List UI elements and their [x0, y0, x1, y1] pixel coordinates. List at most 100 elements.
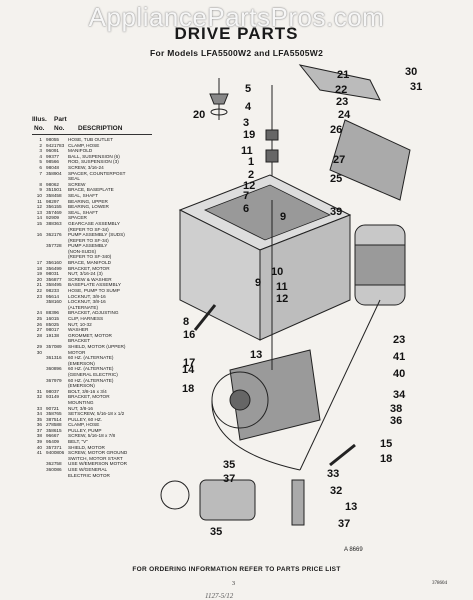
svg-text:38: 38: [390, 403, 402, 415]
manifold-brace: [193, 304, 217, 331]
part-description: MOTOR: [68, 349, 86, 355]
svg-text:27: 27: [333, 154, 345, 166]
part-description: (EMERSON): [68, 360, 95, 366]
part-description: ROD, SUSPENSION (3): [68, 159, 119, 165]
part-description: (REFER TO SF-340): [68, 254, 112, 260]
pump-pulley: [160, 480, 190, 510]
gearcase: [229, 349, 321, 441]
part-description: (NON-SUDS): [68, 248, 97, 254]
parts-row: (REFER TO SF-34): [30, 238, 170, 244]
part-description: LOCKNUT, 3/8-16: [68, 293, 106, 299]
illus-number: 12: [36, 204, 42, 210]
pump: [199, 479, 256, 521]
illus-number: 15: [36, 220, 42, 226]
part-number: 98055: [46, 137, 60, 142]
illus-number: 31: [36, 388, 42, 394]
svg-text:9: 9: [255, 277, 261, 289]
illus-number: 3: [39, 148, 42, 154]
part-description: SEAL, SHAFT: [68, 192, 98, 198]
illus-number: 13: [36, 209, 42, 215]
part-number: 93149: [46, 394, 60, 400]
part-description: MANIFOLD: [68, 148, 93, 154]
illus-number: 39: [36, 439, 42, 445]
svg-text:33: 33: [327, 468, 339, 480]
illus-number: 11: [37, 198, 42, 204]
svg-text:2: 2: [248, 169, 254, 181]
svg-text:1: 1: [248, 156, 254, 168]
svg-text:39: 39: [330, 206, 342, 218]
part-number: 98566: [46, 159, 60, 165]
part-number: 367979: [46, 377, 62, 383]
illus-number: 18: [36, 265, 42, 271]
part-number: 98037: [46, 388, 60, 394]
parts-row: (REFER TO SF-34): [30, 227, 170, 233]
svg-text:40: 40: [393, 368, 405, 380]
part-description: USE W/EMERSON MOTOR: [68, 461, 128, 467]
document-code: 378604: [432, 581, 447, 586]
part-number: 357371: [46, 444, 62, 450]
part-number: 357089: [46, 343, 62, 349]
part-description: BEARING, LOWER: [68, 204, 109, 210]
svg-text:19: 19: [243, 129, 255, 141]
part-number: 96091: [46, 148, 60, 154]
handwritten-note: 1127-5/12: [205, 592, 234, 600]
page-subtitle: For Models LFA5500W2 and LFA5505W2: [150, 48, 324, 58]
illus-number: 33: [36, 405, 42, 411]
part-number: 98031: [46, 271, 60, 277]
header-part-no: No.: [54, 125, 65, 132]
page-number: 3: [232, 581, 235, 587]
part-number: 388363: [46, 220, 62, 226]
illus-number: 10: [36, 192, 42, 198]
part-description: SCREW, 3/16-24: [68, 164, 104, 170]
part-description: SPACER, COUNTERPOST: [68, 170, 126, 176]
part-description: NUT, 3/8-16: [68, 405, 94, 411]
svg-text:17: 17: [183, 357, 195, 369]
illus-number: 6: [39, 164, 42, 170]
illus-number: 27: [36, 327, 42, 333]
illus-number: 5: [39, 159, 42, 165]
part-number: 351501: [46, 187, 62, 193]
part-number: 9421783: [46, 142, 65, 148]
bearing-part: [265, 129, 279, 141]
part-number: 278588: [46, 422, 62, 428]
part-number: 360896: [46, 366, 62, 372]
part-description: SEAL: [68, 176, 80, 182]
part-number: 96667: [46, 433, 60, 439]
svg-text:4: 4: [245, 101, 252, 113]
part-description: (GENERAL ELECTRIC): [68, 371, 118, 377]
figure-code: A 8669: [344, 547, 363, 553]
part-description: BRACE, BASEPLATE: [68, 187, 114, 193]
motor-bracket-top: [298, 64, 381, 101]
svg-text:12: 12: [276, 293, 288, 305]
part-number: 356499: [46, 265, 62, 271]
parts-row: (REFER TO SF-340): [30, 254, 170, 260]
brace-bar: [329, 443, 356, 467]
hose-clamp: [291, 479, 305, 526]
part-number: 95614: [46, 293, 60, 299]
part-number: 357728: [46, 243, 62, 249]
svg-text:13: 13: [345, 501, 357, 513]
part-description: GEARCASE ASSEMBLY: [68, 220, 121, 226]
parts-row: 3 96091 MANIFOLD: [30, 148, 170, 154]
part-number: 9400806: [46, 450, 65, 456]
part-description: BELT, "V": [68, 439, 88, 445]
illus-number: 28: [36, 332, 42, 338]
